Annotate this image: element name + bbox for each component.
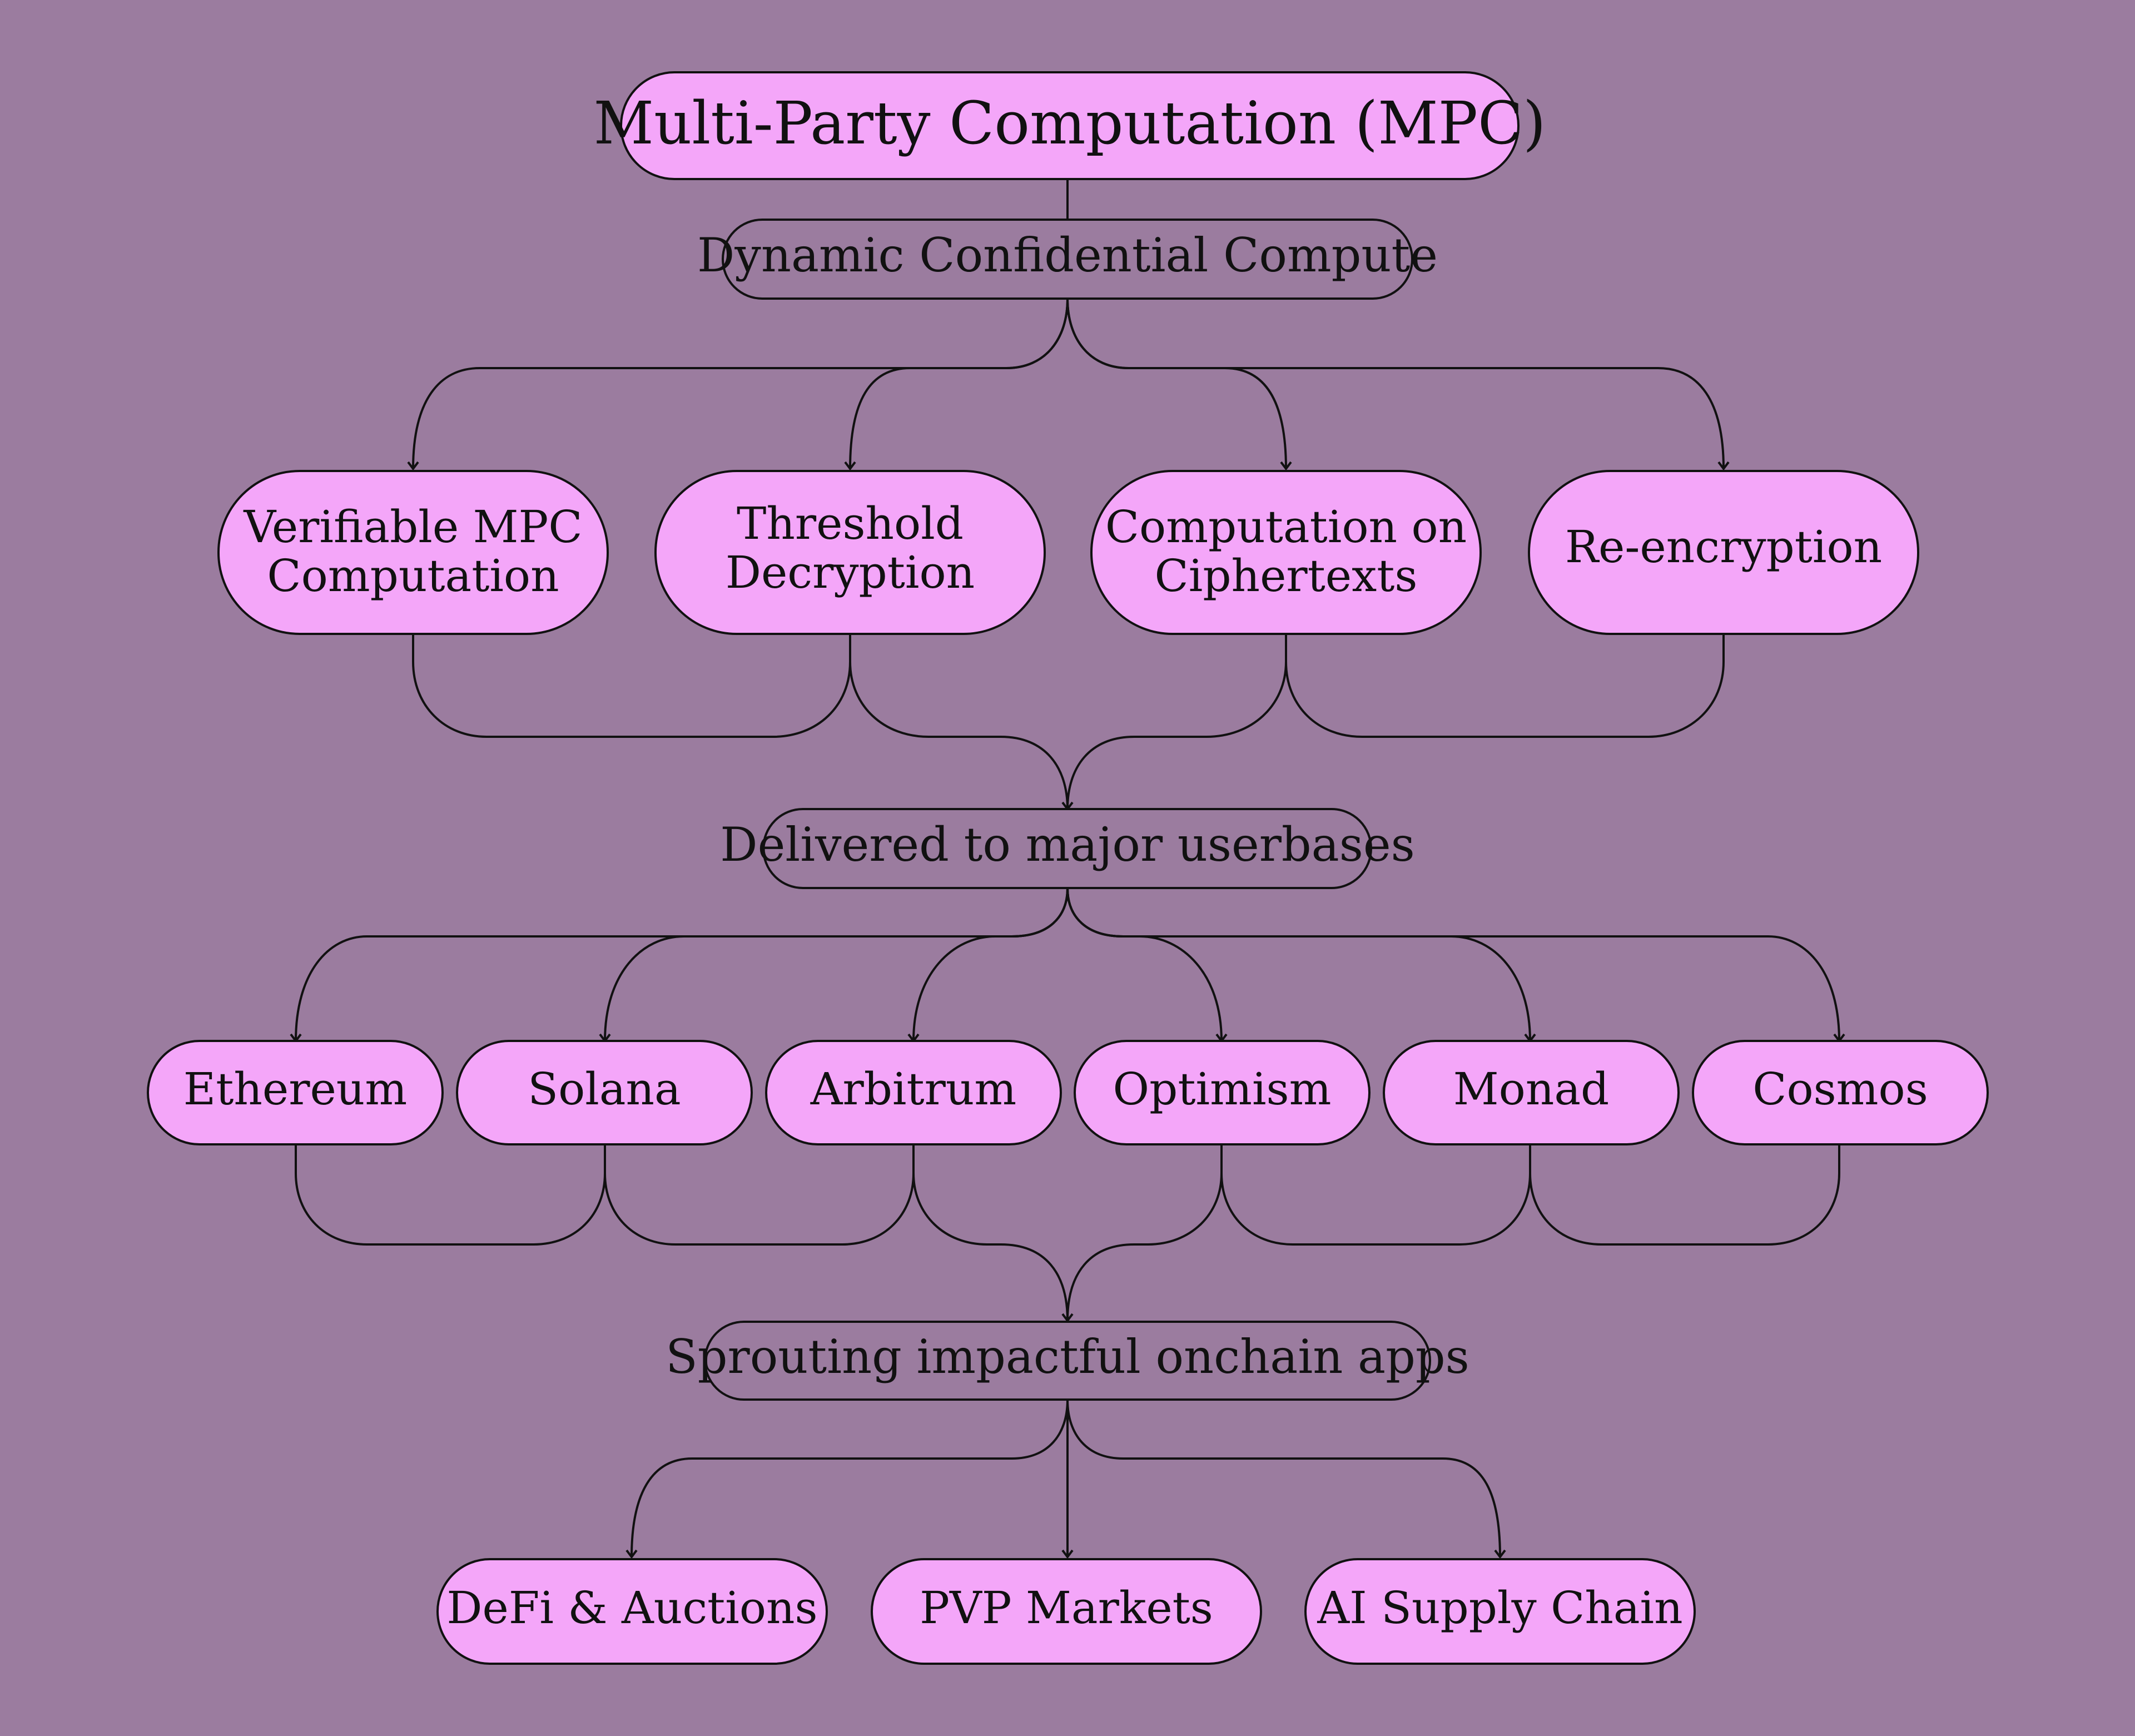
app-label: AI Supply Chain bbox=[1317, 1582, 1682, 1634]
app-label: PVP Markets bbox=[920, 1582, 1213, 1634]
edge-dcc-to-threshold bbox=[850, 298, 1069, 469]
capability-label-line1: Re-encryption bbox=[1565, 521, 1882, 573]
edge-delivered-to-solana bbox=[605, 887, 1069, 1041]
node-capability-threshold: Threshold Decryption bbox=[654, 470, 1046, 635]
node-sprouting: Sprouting impactful onchain apps bbox=[666, 1321, 1469, 1401]
edge-sprouting-to-defi bbox=[632, 1399, 1069, 1557]
node-capability-ciphertexts: Computation on Ciphertexts bbox=[1090, 470, 1482, 635]
connectors bbox=[296, 179, 1839, 1557]
node-chain-ethereum: Ethereum bbox=[147, 1040, 444, 1145]
node-root: Multi-Party Computation (MPC) bbox=[594, 71, 1546, 180]
node-dcc-label: Dynamic Confidential Compute bbox=[697, 228, 1438, 282]
edge-ethereum-to-sprouting bbox=[295, 1144, 606, 1246]
node-app-defi: DeFi & Auctions bbox=[436, 1558, 828, 1665]
chain-label: Optimism bbox=[1113, 1063, 1332, 1115]
node-capability-reencryption: Re-encryption bbox=[1528, 470, 1919, 635]
chain-label: Cosmos bbox=[1752, 1063, 1928, 1115]
edge-delivered-to-cosmos bbox=[1066, 887, 1839, 1041]
app-label: DeFi & Auctions bbox=[446, 1582, 817, 1634]
edge-dcc-to-verifiable bbox=[413, 298, 1069, 469]
node-dcc: Dynamic Confidential Compute bbox=[697, 219, 1438, 300]
node-app-ai: AI Supply Chain bbox=[1304, 1558, 1696, 1665]
capability-label-line1: Threshold bbox=[737, 498, 964, 549]
edge-delivered-to-optimism bbox=[1066, 887, 1222, 1041]
edge-delivered-to-ethereum bbox=[296, 887, 1069, 1041]
edge-arbitrum-to-sprouting bbox=[912, 1144, 1068, 1321]
edge-dcc-to-reencryption bbox=[1066, 298, 1724, 469]
edge-dcc-to-ciphertexts bbox=[1066, 298, 1286, 469]
node-chain-monad: Monad bbox=[1383, 1040, 1680, 1145]
chain-label: Monad bbox=[1453, 1063, 1610, 1115]
capability-label-line2: Computation bbox=[267, 550, 559, 602]
node-sprouting-label: Sprouting impactful onchain apps bbox=[666, 1330, 1469, 1384]
edge-reencryption-to-delivered bbox=[1285, 634, 1725, 738]
edge-sprouting-to-ai bbox=[1066, 1399, 1500, 1557]
edge-verifiable-to-delivered bbox=[412, 634, 851, 738]
chain-label: Ethereum bbox=[183, 1063, 407, 1115]
capability-label-line1: Verifiable MPC bbox=[243, 501, 582, 553]
node-delivered-label: Delivered to major userbases bbox=[720, 817, 1414, 872]
edge-ciphertexts-to-delivered bbox=[1066, 634, 1287, 810]
node-chain-cosmos: Cosmos bbox=[1692, 1040, 1989, 1145]
node-chain-arbitrum: Arbitrum bbox=[765, 1040, 1062, 1145]
node-capability-verifiable: Verifiable MPC Computation bbox=[217, 470, 609, 635]
node-root-label: Multi-Party Computation (MPC) bbox=[594, 89, 1546, 157]
edge-delivered-to-arbitrum bbox=[913, 887, 1069, 1041]
chain-label: Solana bbox=[528, 1063, 681, 1115]
edge-optimism-to-sprouting bbox=[1066, 1144, 1223, 1321]
edge-monad-to-sprouting bbox=[1220, 1144, 1531, 1246]
chain-label: Arbitrum bbox=[810, 1063, 1017, 1115]
node-delivered: Delivered to major userbases bbox=[720, 808, 1415, 889]
edge-delivered-to-monad bbox=[1066, 887, 1530, 1041]
capability-label-line1: Computation on bbox=[1105, 501, 1467, 553]
capability-label-line2: Decryption bbox=[726, 547, 975, 598]
node-app-pvp: PVP Markets bbox=[871, 1558, 1262, 1665]
edge-threshold-to-delivered bbox=[849, 634, 1068, 809]
capability-label-line2: Ciphertexts bbox=[1155, 550, 1418, 602]
edge-solana-to-sprouting bbox=[604, 1144, 915, 1246]
node-chain-optimism: Optimism bbox=[1074, 1040, 1371, 1145]
edge-cosmos-to-sprouting bbox=[1529, 1144, 1840, 1246]
node-chain-solana: Solana bbox=[456, 1040, 753, 1145]
